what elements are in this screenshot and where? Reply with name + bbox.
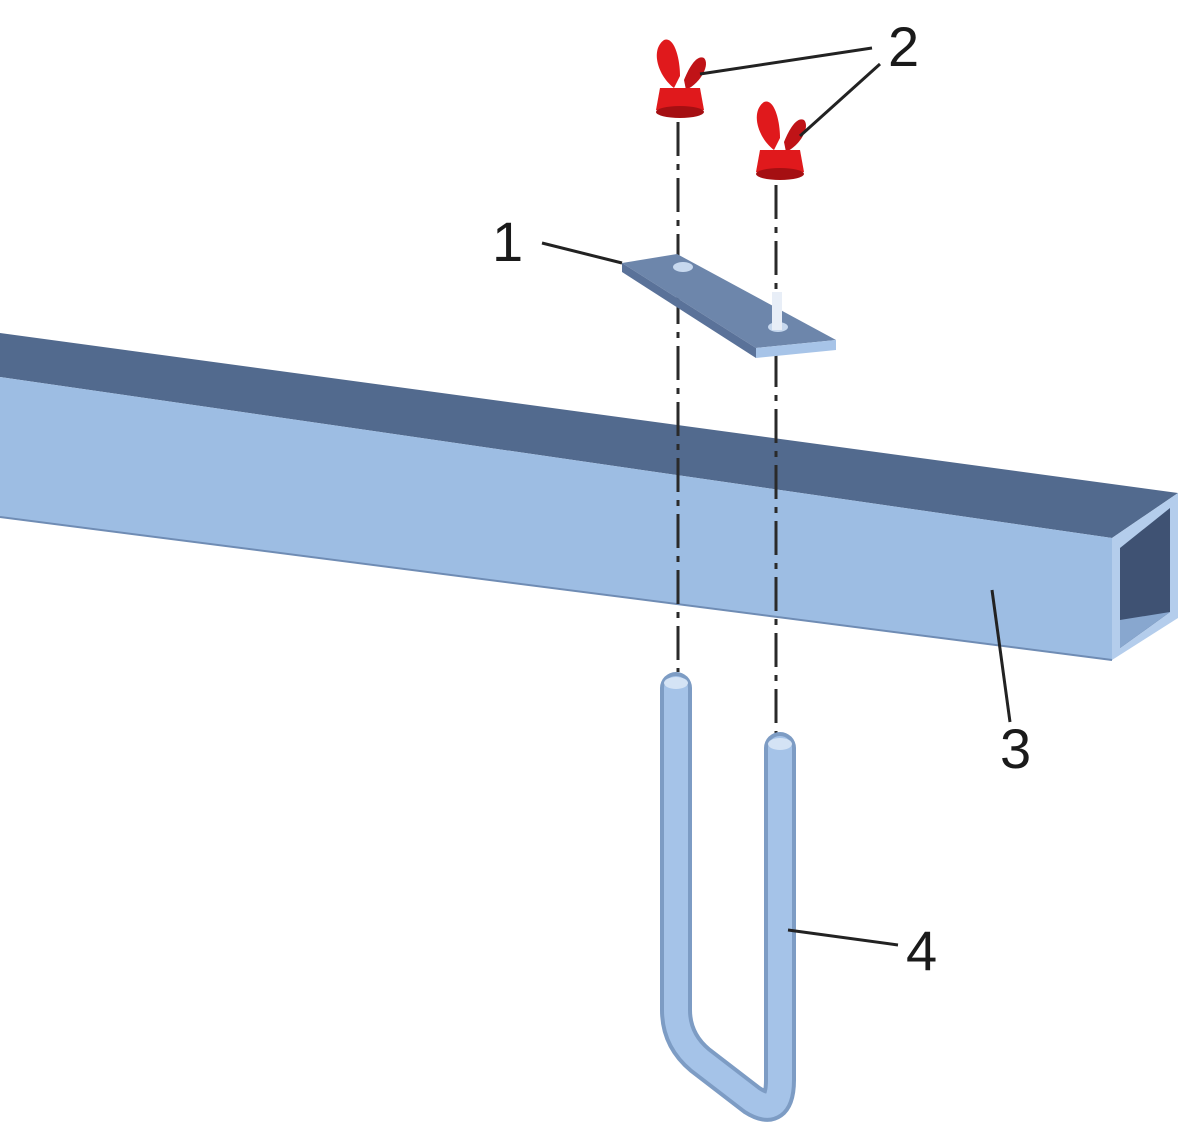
beam-front-face bbox=[0, 377, 1112, 660]
square-tube-beam bbox=[0, 333, 1178, 661]
wing-nut-right-base bbox=[756, 168, 804, 180]
leader-4 bbox=[787, 928, 899, 947]
leader-2a bbox=[699, 46, 873, 76]
wing-nut-right-wing-a bbox=[756, 101, 780, 150]
callout-leaders bbox=[541, 46, 1012, 947]
u-bolt bbox=[660, 672, 796, 1122]
plate-bolt-stub bbox=[772, 292, 782, 330]
leader-3 bbox=[990, 589, 1012, 723]
wing-nut-right bbox=[756, 101, 806, 180]
leader-2b bbox=[798, 62, 882, 138]
wing-nut-left-wing-b bbox=[684, 57, 706, 90]
assembly-axes bbox=[676, 122, 778, 736]
wing-nut-left-base bbox=[656, 106, 704, 118]
wing-nut-right-wing-b bbox=[784, 119, 806, 152]
wing-nut-left bbox=[656, 39, 706, 118]
callout-labels: 1 2 3 4 bbox=[492, 15, 1031, 982]
leader-1 bbox=[541, 241, 623, 265]
callout-2: 2 bbox=[888, 15, 919, 78]
clamp-plate bbox=[622, 254, 836, 358]
plate-front-edge bbox=[622, 263, 756, 358]
beam-top-face bbox=[0, 333, 1178, 538]
plate-side-edge bbox=[756, 340, 836, 358]
callout-3: 3 bbox=[1000, 717, 1031, 780]
u-bolt-end-right bbox=[768, 738, 792, 750]
wing-nut-left-wing-a bbox=[656, 39, 680, 88]
callout-4: 4 bbox=[906, 919, 937, 982]
beam-end-opening bbox=[1120, 508, 1170, 648]
beam-bottom-edge bbox=[0, 516, 1113, 661]
u-bolt-highlight bbox=[664, 676, 792, 1118]
plate-hole-left bbox=[673, 262, 693, 272]
beam-inner-wall bbox=[1120, 612, 1170, 648]
u-bolt-end-left bbox=[664, 677, 688, 689]
callout-1: 1 bbox=[492, 210, 523, 273]
